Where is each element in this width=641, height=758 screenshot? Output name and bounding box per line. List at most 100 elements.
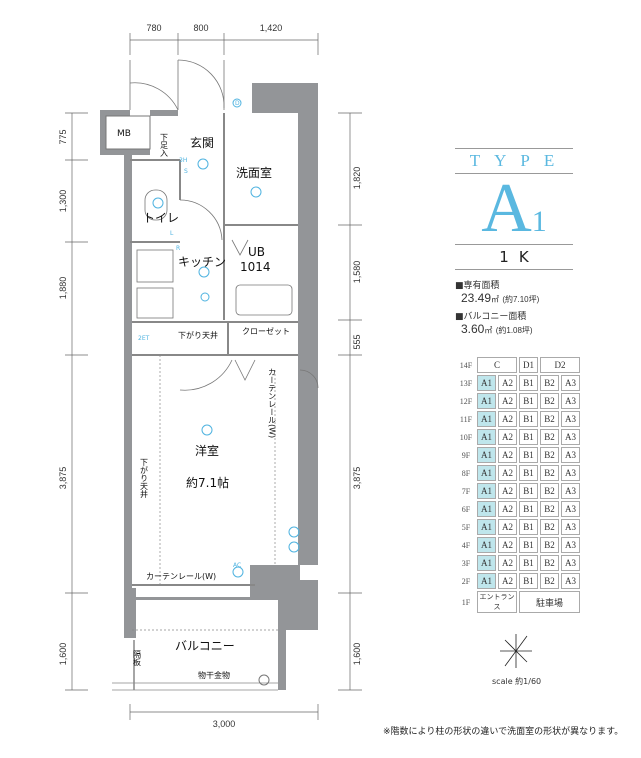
unit-cell: A2: [498, 555, 517, 571]
unit-cell: B2: [540, 537, 559, 553]
footnote: ※階数により柱の形状の違いで洗面室の形状が異なります。: [383, 727, 624, 737]
unit-cell: B1: [519, 375, 538, 391]
balcony-area-tsubo: (約1.08坪): [495, 326, 533, 335]
floor-label: 12F: [459, 396, 473, 406]
unit-cell: A2: [498, 573, 517, 589]
dim-right-2: 1,580: [352, 261, 362, 284]
unit-cell: A3: [561, 447, 580, 463]
symbol-ac: AC: [233, 562, 241, 569]
floor-label: 7F: [461, 486, 471, 496]
entrance-cell: エントランス: [477, 591, 517, 613]
balcony-area: ■バルコニー面積 3.60㎡ (約1.08坪): [455, 309, 573, 336]
dim-left-1: 775: [58, 129, 68, 144]
unit-cell: A1: [477, 447, 496, 463]
compass-icon: [500, 634, 532, 668]
unit-cell: A3: [561, 411, 580, 427]
unit-cell: A2: [498, 411, 517, 427]
unit-info-panel: TYPE A1 1K ■専有面積 23.49㎡ (約7.10坪) ■バルコニー面…: [455, 148, 573, 336]
unit-cell: B2: [540, 465, 559, 481]
lowered-ceiling-2: 下がり天井: [140, 458, 149, 499]
drain-icon: [258, 674, 270, 686]
unit-cell: A2: [498, 447, 517, 463]
unit-cell: B2: [540, 555, 559, 571]
dim-left-5: 1,600: [58, 643, 68, 666]
dim-bottom: 3,000: [213, 719, 236, 729]
unit-cell: B1: [519, 483, 538, 499]
unit-cell: A3: [561, 429, 580, 445]
dimension-lines: [65, 33, 362, 720]
symbol-r: R: [176, 245, 180, 252]
balcony-area-unit: ㎡: [484, 326, 493, 335]
balcony-area-label: ■バルコニー面積: [455, 312, 527, 322]
unit-cell: B1: [519, 519, 538, 535]
walls: [100, 83, 318, 690]
unit-cell: A3: [561, 537, 580, 553]
dim-top-3: 1,420: [260, 23, 283, 33]
private-area: ■専有面積 23.49㎡ (約7.10坪): [455, 278, 573, 305]
parking-cell: 駐車場: [519, 591, 580, 613]
unit-cell: A3: [561, 501, 580, 517]
floor-label: 13F: [459, 378, 473, 388]
private-area-tsubo: (約7.10坪): [502, 295, 540, 304]
dim-top-2: 800: [193, 23, 208, 33]
unit-cell: B2: [540, 429, 559, 445]
private-area-label: ■専有面積: [455, 281, 500, 291]
room-balcony: バルコニー: [175, 639, 235, 653]
unit-cell: A2: [498, 537, 517, 553]
unit-cell: A2: [498, 501, 517, 517]
doors: [129, 59, 319, 391]
unit-cell: A1: [477, 393, 496, 409]
room-toilet: トイレ: [143, 211, 179, 225]
unit-cell: B2: [540, 573, 559, 589]
unit-cell: B1: [519, 555, 538, 571]
partition-board: 隔板: [133, 650, 142, 667]
dim-top-1: 780: [146, 23, 161, 33]
floor-label: 2F: [461, 576, 471, 586]
unit-cell: A3: [561, 555, 580, 571]
type-number: 1: [531, 205, 547, 238]
floor-label: 14F: [459, 360, 473, 370]
dim-right-3: 555: [352, 334, 362, 349]
dim-left-2: 1,300: [58, 190, 68, 213]
room-ub-size: 1014: [240, 260, 271, 274]
floor-label: 4F: [461, 540, 471, 550]
unit-cell: B1: [519, 465, 538, 481]
floor-label: 9F: [461, 450, 471, 460]
unit-cell: A1: [477, 555, 496, 571]
unit-cell: B1: [519, 411, 538, 427]
unit-cell: A1: [477, 465, 496, 481]
room-mb: MB: [117, 129, 131, 139]
unit-cell: B2: [540, 519, 559, 535]
unit-cell: A1: [477, 573, 496, 589]
room-kitchen: キッチン: [178, 255, 226, 269]
dim-right-4: 3,875: [352, 467, 362, 490]
scale-label: scale 約1/60: [492, 677, 542, 686]
partitions: [105, 113, 298, 691]
layout-type: 1K: [499, 248, 539, 266]
floor-label: 8F: [461, 468, 471, 478]
unit-cell: A3: [561, 519, 580, 535]
unit-cell: B1: [519, 537, 538, 553]
private-area-unit: ㎡: [491, 295, 500, 304]
room-western-size: 約7.1帖: [186, 475, 229, 490]
unit-cell: B1: [519, 429, 538, 445]
floor-label: 10F: [459, 432, 473, 442]
clothes-hanger: 物干金物: [198, 670, 230, 680]
unit-cell: A3: [561, 375, 580, 391]
private-area-value: 23.49: [461, 291, 492, 305]
dim-left-4: 3,875: [58, 467, 68, 490]
